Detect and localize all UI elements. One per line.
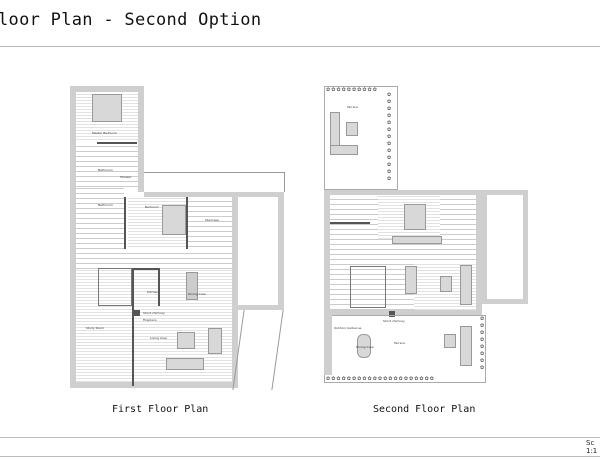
- table: [346, 122, 358, 136]
- first-floor-caption: First Floor Plan: [112, 404, 209, 415]
- wall: [324, 190, 476, 195]
- wall: [138, 92, 144, 192]
- room-label: Dining Area: [188, 292, 206, 296]
- planter: ✿✿✿✿✿✿✿✿✿✿✿✿✿: [387, 92, 393, 182]
- wall: [232, 305, 284, 310]
- room-label: Dining Area: [356, 345, 374, 349]
- wall: [324, 315, 332, 375]
- floor: [188, 197, 232, 247]
- room-label: Short chimney: [143, 311, 165, 315]
- sofa: [208, 328, 222, 354]
- second-floor-plan: ✿✿✿✿✿✿✿✿✿✿ ✿✿✿✿✿✿✿✿✿✿✿✿✿ Terrace Short c…: [324, 86, 528, 415]
- staircase: [98, 268, 132, 306]
- bed: [92, 94, 122, 122]
- outline: [284, 172, 285, 192]
- wall: [70, 382, 238, 388]
- header-divider: [0, 46, 600, 47]
- wall: [124, 197, 126, 249]
- room-label: Terrace: [394, 341, 405, 345]
- wall: [186, 197, 188, 249]
- sofa: [166, 358, 204, 370]
- wall: [476, 190, 482, 316]
- wall: [278, 192, 284, 310]
- room-label: Bathroom: [98, 168, 113, 172]
- sofa: [460, 265, 472, 305]
- wall: [70, 86, 76, 388]
- room-label: Master Bedroom: [92, 131, 117, 135]
- chimney: [389, 311, 395, 317]
- room-label: Terrace: [347, 105, 358, 109]
- planter: ✿✿✿✿✿✿✿✿✿✿✿✿✿✿✿✿✿✿✿✿✿: [326, 376, 435, 382]
- room-label: Kitchen: [147, 290, 159, 294]
- bed: [404, 204, 426, 230]
- footer-divider: [0, 456, 600, 457]
- first-floor-plan: Master Bedroom Bathroom Shower Bathroom …: [0, 0, 300, 415]
- wall: [132, 268, 160, 270]
- room-label: Outdoor barbecue: [334, 326, 362, 330]
- wall: [144, 192, 274, 197]
- room-label: Staircase: [205, 218, 219, 222]
- wall: [330, 222, 370, 224]
- second-floor-caption: Second Floor Plan: [373, 404, 476, 415]
- page-title: loor Plan - Second Option: [0, 10, 262, 30]
- room-label: Shower: [120, 175, 132, 179]
- footer-divider: [0, 437, 600, 438]
- wall: [97, 142, 137, 144]
- table: [444, 334, 456, 348]
- floor: [76, 187, 124, 259]
- floor: [76, 269, 232, 382]
- kitchen-counter: [392, 236, 442, 244]
- wall: [70, 86, 144, 92]
- room-label: Short chimney: [383, 319, 405, 323]
- stairwell-block: [482, 190, 528, 304]
- planter: ✿✿✿✿✿✿✿✿: [480, 316, 486, 371]
- sofa: [460, 326, 472, 366]
- room-label: Bathroom: [98, 203, 113, 207]
- scale-value: 1:1: [586, 447, 598, 455]
- floor: [76, 145, 138, 187]
- terrace-outline: [324, 86, 398, 190]
- dining-table: [405, 266, 417, 294]
- wall: [324, 310, 476, 315]
- room-label: Fireplace: [143, 318, 157, 322]
- staircase: [350, 266, 386, 308]
- wall: [232, 192, 284, 197]
- wall: [232, 192, 238, 388]
- planter: ✿✿✿✿✿✿✿✿✿✿: [326, 87, 378, 93]
- room-label: Study Room: [86, 326, 105, 330]
- wall: [158, 268, 160, 306]
- scale-label: Sc: [586, 439, 595, 447]
- outline: [143, 172, 285, 173]
- wall: [324, 190, 330, 316]
- room-label: Bedroom: [145, 205, 159, 209]
- dining-table: [357, 334, 371, 358]
- bed: [162, 205, 186, 235]
- wall: [132, 268, 134, 386]
- floor: [76, 249, 232, 269]
- chimney: [134, 310, 140, 316]
- sofa: [330, 145, 358, 155]
- room-label: Living Area: [150, 336, 167, 340]
- coffee-table: [177, 332, 195, 349]
- coffee-table: [440, 276, 452, 292]
- dining-table: [186, 272, 198, 300]
